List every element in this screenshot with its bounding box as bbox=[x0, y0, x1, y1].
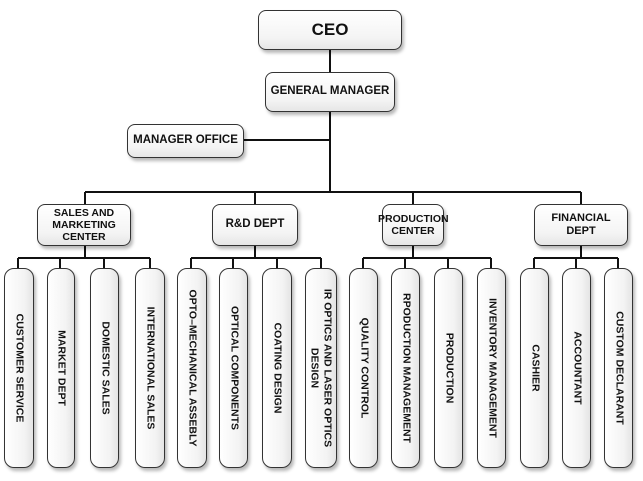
unit-label: QUALITY CONTROL bbox=[357, 317, 370, 419]
manager-office-label: MANAGER OFFICE bbox=[133, 134, 238, 147]
dept-rnd-box: R&D DEPT bbox=[212, 204, 298, 246]
unit-label: CASHIER bbox=[528, 344, 541, 392]
unit-label: INVENTORY MANAGEMENT bbox=[485, 298, 498, 438]
unit-label: CUSTOMER SERVICE bbox=[13, 313, 26, 423]
unit-label: DOMESTIC SALES bbox=[98, 321, 111, 415]
general-manager-label: GENERAL MANAGER bbox=[270, 85, 390, 98]
unit-market-dept: MARKET DEPT bbox=[47, 268, 75, 468]
unit-label: ACCOUNTANT bbox=[570, 331, 583, 405]
dept-production-box: PRODUCTION CENTER bbox=[378, 204, 449, 246]
unit-production: PRODUCTION bbox=[434, 268, 463, 468]
unit-cashier: CASHIER bbox=[520, 268, 549, 468]
unit-international-sales: INTERNATIONAL SALES bbox=[135, 268, 165, 468]
dept-sales-label: SALES AND MARKETING CENTER bbox=[52, 206, 116, 244]
general-manager-box: GENERAL MANAGER bbox=[265, 72, 395, 112]
unit-ir-optics-laser-optics-design: IR OPTICS AND LASER OPTICS DESIGN bbox=[305, 268, 337, 468]
unit-label: PRODUCTION bbox=[442, 332, 455, 404]
unit-label: COATING DESIGN bbox=[271, 322, 284, 414]
unit-label: INTERNATIONAL SALES bbox=[144, 306, 157, 430]
unit-rpoduction-management: RPODUCTION MANAGEMENT bbox=[391, 268, 420, 468]
dept-rnd-label: R&D DEPT bbox=[225, 218, 285, 231]
unit-label: RPODUCTION MANAGEMENT bbox=[399, 293, 412, 443]
unit-label: CUSTOM DECLARANT bbox=[612, 311, 625, 425]
dept-financial-label: FINANCIAL DEPT bbox=[551, 212, 611, 237]
unit-accountant: ACCOUNTANT bbox=[562, 268, 591, 468]
unit-label: IR OPTICS AND LASER OPTICS DESIGN bbox=[309, 288, 334, 448]
unit-coating-design: COATING DESIGN bbox=[262, 268, 292, 468]
unit-inventory-management: INVENTORY MANAGEMENT bbox=[477, 268, 506, 468]
unit-label: MARKET DEPT bbox=[55, 330, 68, 406]
ceo-box: CEO bbox=[258, 10, 402, 50]
unit-opto-mechanical-assebly: OPTO–MECHANICAL ASSEBLY bbox=[177, 268, 207, 468]
unit-optical-components: OPTICAL COMPONENTS bbox=[219, 268, 248, 468]
unit-quality-control: QUALITY CONTROL bbox=[349, 268, 378, 468]
unit-label: OPTICAL COMPONENTS bbox=[227, 305, 240, 431]
dept-production-label: PRODUCTION CENTER bbox=[378, 212, 449, 237]
unit-label: OPTO–MECHANICAL ASSEBLY bbox=[186, 289, 199, 447]
ceo-label: CEO bbox=[311, 20, 349, 40]
dept-sales-box: SALES AND MARKETING CENTER bbox=[37, 204, 131, 246]
unit-custom-declarant: CUSTOM DECLARANT bbox=[604, 268, 633, 468]
unit-domestic-sales: DOMESTIC SALES bbox=[90, 268, 119, 468]
dept-financial-box: FINANCIAL DEPT bbox=[534, 204, 628, 246]
manager-office-box: MANAGER OFFICE bbox=[127, 124, 244, 158]
unit-customer-service: CUSTOMER SERVICE bbox=[4, 268, 34, 468]
